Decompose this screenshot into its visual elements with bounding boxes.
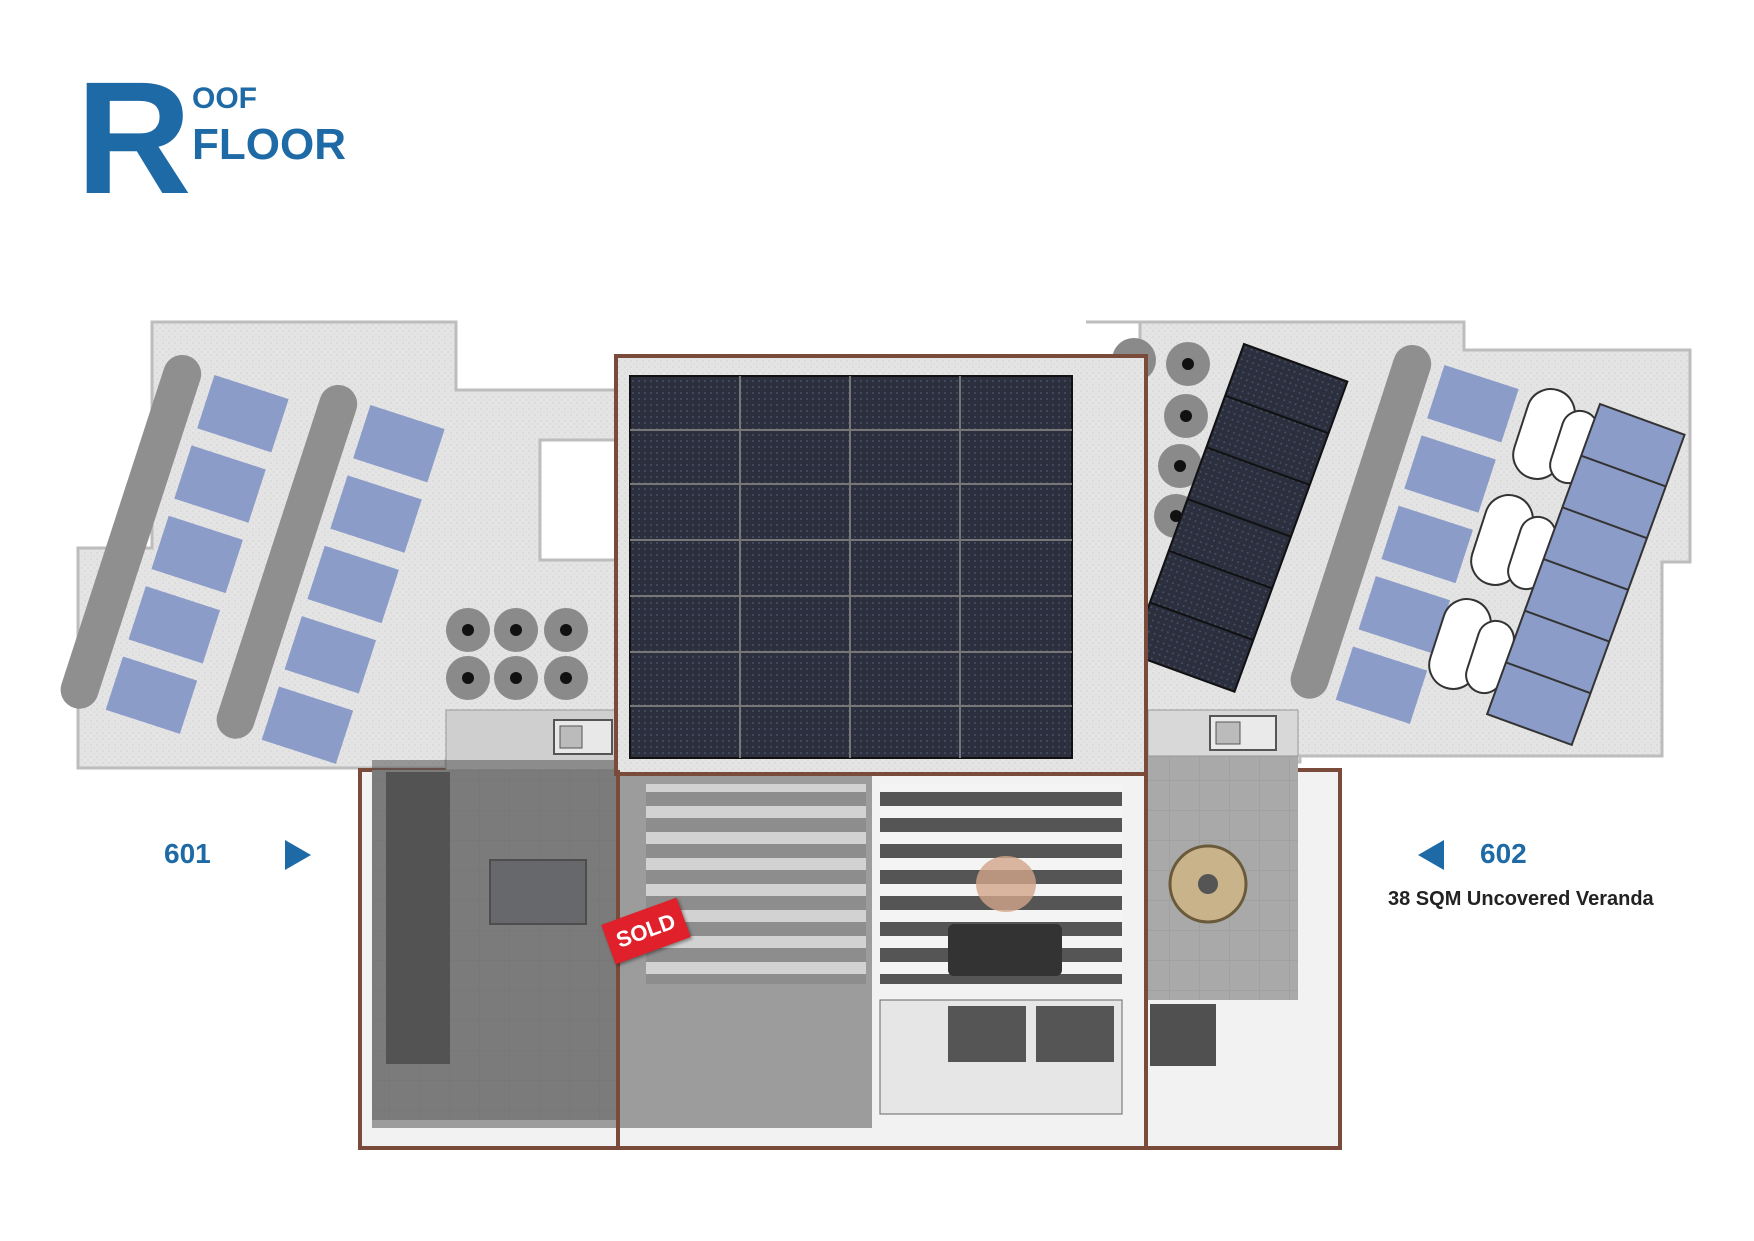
table-icon-602 — [1168, 844, 1248, 924]
ac-units-left — [446, 608, 588, 700]
central-solar-array — [629, 375, 1073, 759]
table-icon-center — [976, 856, 1036, 912]
arrow-left-icon — [1418, 840, 1444, 870]
sunbeds-right — [1290, 344, 1519, 724]
left-roof-void — [538, 438, 622, 562]
sunbeds-left-a — [60, 354, 289, 734]
ac-units-right — [1112, 338, 1210, 538]
unit-602-label: 602 — [1480, 838, 1527, 869]
title-line-2: FLOOR — [192, 120, 346, 169]
sofa-center — [948, 924, 1062, 976]
unit-602-veranda-note: 38 SQM Uncovered Veranda — [1388, 888, 1654, 910]
title-initial: R — [76, 48, 192, 227]
solar-strip-right — [1129, 342, 1349, 694]
panel-strip-right — [1485, 402, 1686, 747]
pergola-slats-left — [646, 784, 866, 984]
unit-602-stairs — [1150, 1004, 1216, 1066]
sink-icon-602 — [1209, 715, 1277, 751]
unit-601-label: 601 — [164, 838, 211, 869]
sunbeds-left-b — [216, 384, 445, 764]
arrow-right-icon — [285, 840, 311, 870]
sink-icon-601 — [553, 719, 613, 755]
title-line-1: OOF — [192, 82, 257, 115]
